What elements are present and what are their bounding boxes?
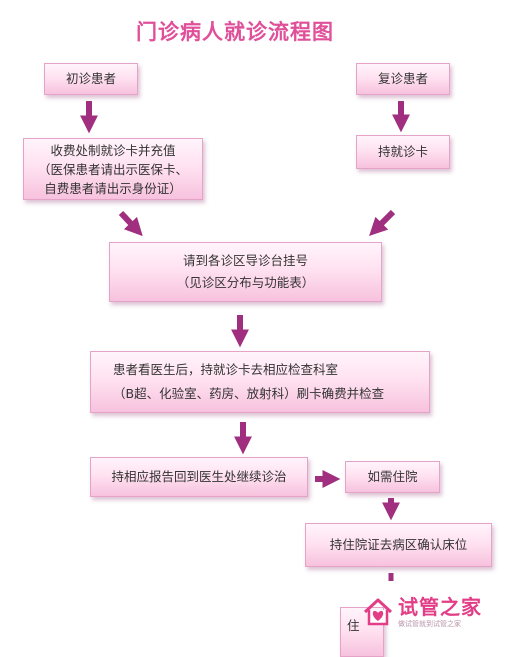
- box-if-admit: 如需住院: [345, 461, 440, 493]
- box-examination: 患者看医生后，持就诊卡去相应检查科室 （B超、化验室、药房、放射科）刷卡确费并检…: [90, 351, 430, 413]
- flow-arrows: [80, 101, 410, 581]
- report-label: 持相应报告回到医生处继续诊治: [111, 469, 287, 484]
- return-visit-label: 复诊患者: [377, 71, 428, 86]
- page-title: 门诊病人就诊流程图: [136, 20, 334, 44]
- box-payment-card: 收费处制就诊卡并充值 （医保患者请出示医保卡、 自费患者请出示身份证）: [23, 138, 203, 200]
- box-registration: 请到各诊区导诊台挂号 （见诊区分布与功能表）: [109, 242, 382, 302]
- payment-card-line-2: （医保患者请出示医保卡、: [37, 161, 188, 177]
- arrow-hold-to-register: [369, 209, 396, 236]
- ward-label: 持住院证去病区确认床位: [329, 537, 468, 552]
- watermark-logo: 试管之家 做试管就到试管之家: [362, 586, 508, 638]
- registration-line-1: 请到各诊区导诊台挂号: [182, 253, 308, 268]
- registration-line-2: （见诊区分布与功能表）: [176, 275, 315, 290]
- arrow-card-to-register: [118, 210, 143, 237]
- if-admit-label: 如需住院: [367, 469, 418, 484]
- box-first-visit: 初诊患者: [44, 63, 138, 95]
- house-heart-icon: [363, 598, 393, 626]
- examination-line-2: （B超、化验室、药房、放射科）刷卡确费并检查: [113, 386, 385, 401]
- logo-text: 试管之家: [398, 595, 482, 619]
- examination-line-1: 患者看医生后，持就诊卡去相应检查科室: [113, 362, 339, 377]
- payment-card-line-3: 自费患者请出示身份证）: [44, 180, 182, 196]
- hold-card-label: 持就诊卡: [377, 144, 428, 159]
- box-ward: 持住院证去病区确认床位: [305, 523, 492, 567]
- box-report: 持相应报告回到医生处继续诊治: [90, 457, 308, 497]
- partial-next-label: 住: [347, 618, 360, 633]
- box-hold-card: 持就诊卡: [356, 135, 450, 169]
- logo-subtext: 做试管就到试管之家: [398, 620, 461, 628]
- first-visit-label: 初诊患者: [65, 71, 116, 86]
- box-return-visit: 复诊患者: [356, 63, 450, 95]
- payment-card-line-1: 收费处制就诊卡并充值: [50, 142, 176, 158]
